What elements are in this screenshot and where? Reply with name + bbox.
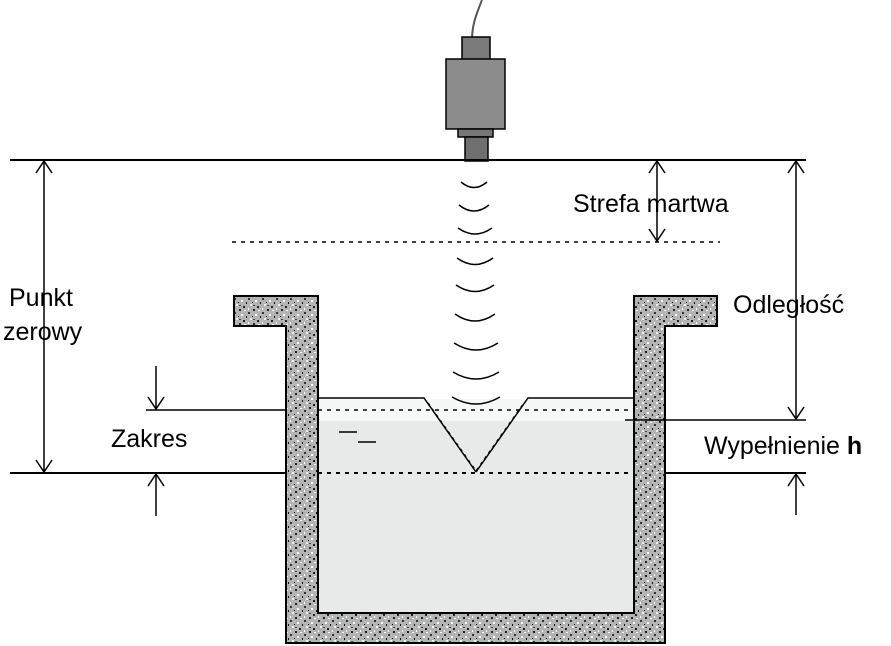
fill-symbol-h: h <box>847 432 862 460</box>
sensor-body <box>445 58 506 130</box>
sensor-transducer <box>464 136 489 162</box>
distance-dimension <box>787 159 805 421</box>
zero-point-label-line1: Punkt <box>9 284 73 312</box>
distance-label: Odległość <box>733 291 844 319</box>
zero-point-label-line2: zerowy <box>3 318 83 346</box>
dead-zone-label: Strefa martwa <box>573 190 729 218</box>
fill-dimension <box>787 472 805 515</box>
sound-waves <box>451 181 501 405</box>
sensor-neck <box>457 128 494 138</box>
sensor-cable <box>471 0 483 41</box>
liquid-body <box>318 421 634 613</box>
ultrasonic-sensor <box>445 0 506 162</box>
zero-point-dimension <box>35 159 53 474</box>
fill-label-text: Wypełnienie <box>704 432 847 460</box>
range-dimension <box>147 366 165 516</box>
tank-wall <box>233 295 718 644</box>
liquid-surface-left <box>318 397 477 473</box>
fill-label: Wypełnienie h <box>704 432 862 460</box>
sensor-gland <box>461 36 491 62</box>
liquid-surface-band <box>318 399 634 421</box>
range-label: Zakres <box>111 425 187 453</box>
dead-zone-dimension <box>648 159 666 243</box>
